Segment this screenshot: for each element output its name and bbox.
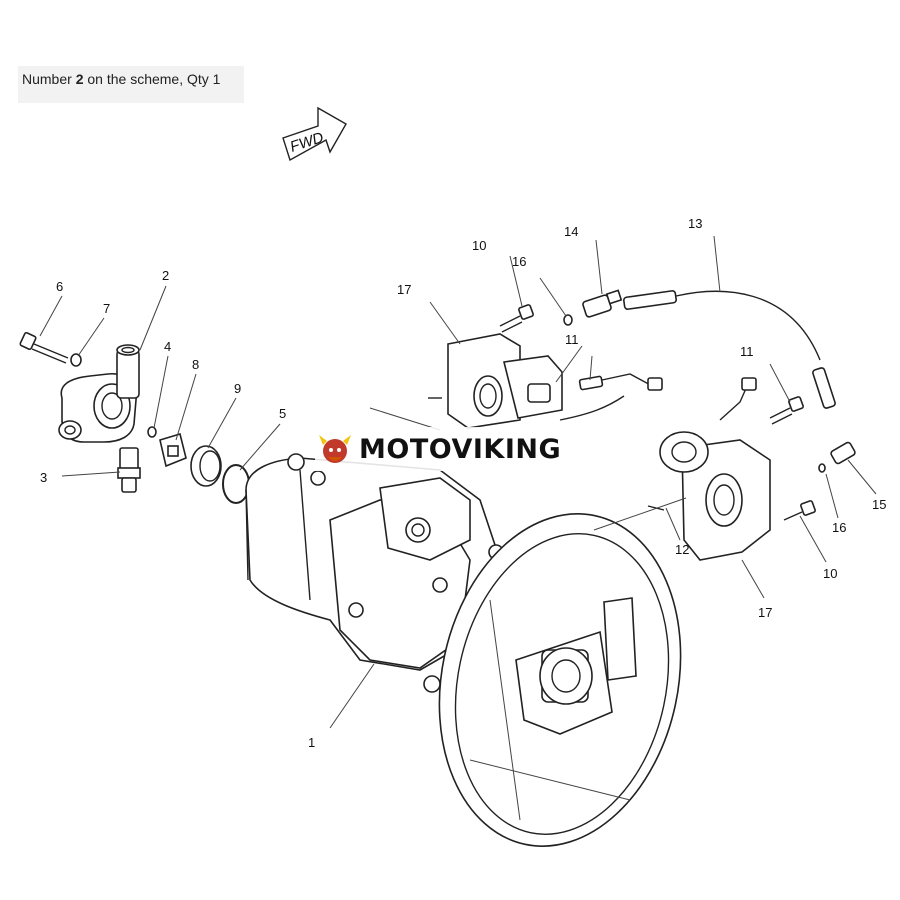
callout-10-upper: 10	[472, 238, 486, 253]
regulator-part-17-upper	[447, 333, 563, 429]
callout-12: 12	[675, 542, 689, 557]
sensor-part-14	[582, 289, 623, 318]
callout-5: 5	[279, 406, 286, 421]
viking-mascot-icon	[319, 435, 351, 463]
o-ring-part-16-lower	[818, 463, 826, 473]
bolt-part-10-lower	[783, 500, 816, 521]
bolt-part-6	[19, 331, 69, 364]
callout-14: 14	[564, 224, 578, 239]
o-ring-part-16-upper	[563, 314, 573, 326]
coupling-part-8	[159, 432, 187, 468]
callout-16-upper: 16	[512, 254, 526, 269]
callout-6: 6	[56, 279, 63, 294]
sensor-part-15	[830, 441, 856, 465]
callout-9: 9	[234, 381, 241, 396]
callout-1: 1	[308, 735, 315, 750]
caption-suffix: on the scheme, Qty 1	[83, 71, 221, 87]
ring-part-9	[190, 445, 222, 487]
watermark: MOTOVIKING	[315, 427, 585, 471]
callout-17-upper: 17	[397, 282, 411, 297]
callout-16-lower: 16	[832, 520, 846, 535]
bolt-part-10-upper	[499, 304, 534, 333]
regulator-part-17-lower	[659, 377, 771, 561]
callout-leader-lines	[39, 235, 877, 729]
o-ring-part-5	[222, 464, 250, 504]
callout-4: 4	[164, 339, 171, 354]
fwd-label: FWD	[288, 129, 326, 156]
scheme-caption: Number 2 on the scheme, Qty 1	[18, 66, 244, 103]
fitting-part-3	[117, 447, 141, 493]
sensor-part-11-upper	[559, 373, 663, 421]
gear-pump-part-2	[58, 344, 140, 443]
fwd-arrow-icon: FWD	[282, 106, 347, 162]
callout-labels: 1 2 3 4 5 6 7 8 9 10 10 11 11 12 13 14 1…	[40, 216, 886, 750]
callout-10-lower: 10	[823, 566, 837, 581]
bolt-part-11-lower	[769, 396, 804, 425]
callout-2: 2	[162, 268, 169, 283]
caption-part-number: 2	[75, 71, 84, 87]
caption-prefix: Number	[22, 71, 76, 87]
callout-11-lower: 11	[740, 344, 754, 359]
callout-15: 15	[872, 497, 886, 512]
callout-8: 8	[192, 357, 199, 372]
washer-part-7	[70, 353, 82, 367]
main-pump-part-1	[245, 453, 682, 847]
callout-7: 7	[103, 301, 110, 316]
watermark-text: MOTOVIKING	[359, 433, 562, 465]
callout-13: 13	[688, 216, 702, 231]
callout-3: 3	[40, 470, 47, 485]
harness-part-13	[623, 290, 836, 409]
callout-11-upper: 11	[565, 332, 579, 347]
callout-17-lower: 17	[758, 605, 772, 620]
o-ring-part-4	[147, 426, 157, 438]
